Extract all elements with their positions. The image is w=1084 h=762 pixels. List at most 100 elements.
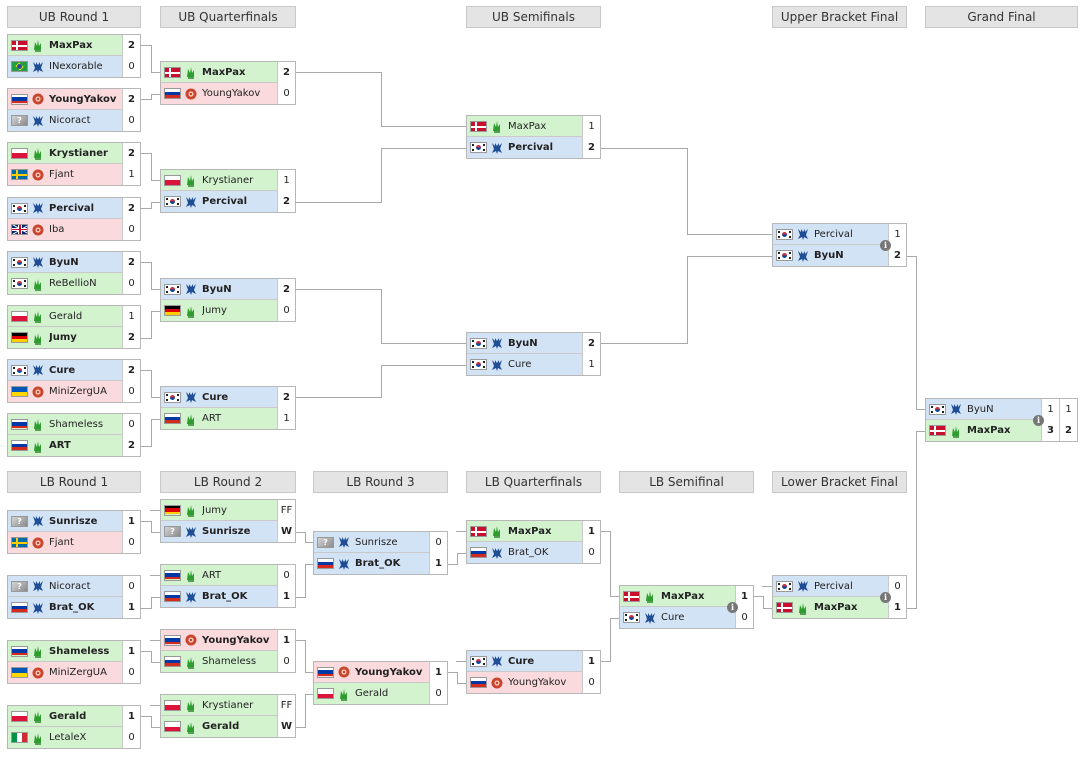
player-name[interactable]: Brat_OK <box>49 602 95 613</box>
player-name[interactable]: MaxPax <box>49 39 93 51</box>
player-name[interactable]: ReBellioN <box>49 278 97 289</box>
player-name[interactable]: Sunrisze <box>49 515 98 527</box>
player-name[interactable]: Iba <box>49 224 65 235</box>
match-info-icon[interactable]: i <box>880 592 891 603</box>
match-info-icon[interactable]: i <box>880 240 891 251</box>
player-name[interactable]: Brat_OK <box>202 591 248 602</box>
match-info-icon[interactable]: i <box>727 602 738 613</box>
player-name[interactable]: Brat_OK <box>508 547 549 558</box>
player-name[interactable]: Percival <box>508 142 554 153</box>
player-name[interactable]: Fjant <box>49 169 74 180</box>
player-name[interactable]: Percival <box>202 196 248 207</box>
player-name[interactable]: MiniZergUA <box>49 386 107 397</box>
player-name[interactable]: MaxPax <box>508 120 547 132</box>
player-name[interactable]: Shameless <box>49 645 110 657</box>
player-name[interactable]: ByuN <box>202 283 232 295</box>
player-name[interactable]: Percival <box>49 202 95 214</box>
player-name[interactable]: Sunrisze <box>355 536 398 548</box>
player-name[interactable]: Jumy <box>202 305 227 316</box>
player-name[interactable]: MaxPax <box>202 66 246 78</box>
player-name[interactable]: Gerald <box>49 310 83 322</box>
player-name[interactable]: MiniZergUA <box>49 667 107 678</box>
player-name[interactable]: Percival <box>814 228 853 240</box>
player-name[interactable]: ART <box>202 569 222 581</box>
player-name[interactable]: Gerald <box>202 721 240 732</box>
player-name[interactable]: ByuN <box>508 337 538 349</box>
player-name[interactable]: Krystianer <box>202 699 254 711</box>
player-name[interactable]: ByuN <box>814 250 844 261</box>
player-name[interactable]: YoungYakov <box>202 88 261 99</box>
player-name[interactable]: YoungYakov <box>49 93 117 105</box>
player-name[interactable]: Percival <box>814 580 853 592</box>
player-name[interactable]: Brat_OK <box>355 558 401 569</box>
player-name[interactable]: Shameless <box>202 656 257 667</box>
player-name[interactable]: MaxPax <box>508 525 552 537</box>
player-name[interactable]: INexorable <box>49 61 103 72</box>
player-name[interactable]: Cure <box>202 391 229 403</box>
player-name[interactable]: MaxPax <box>967 425 1011 436</box>
player-name[interactable]: Gerald <box>355 688 389 699</box>
player-name[interactable]: ART <box>202 413 222 424</box>
player-name[interactable]: Cure <box>661 612 685 623</box>
player-name[interactable]: Krystianer <box>49 147 108 159</box>
